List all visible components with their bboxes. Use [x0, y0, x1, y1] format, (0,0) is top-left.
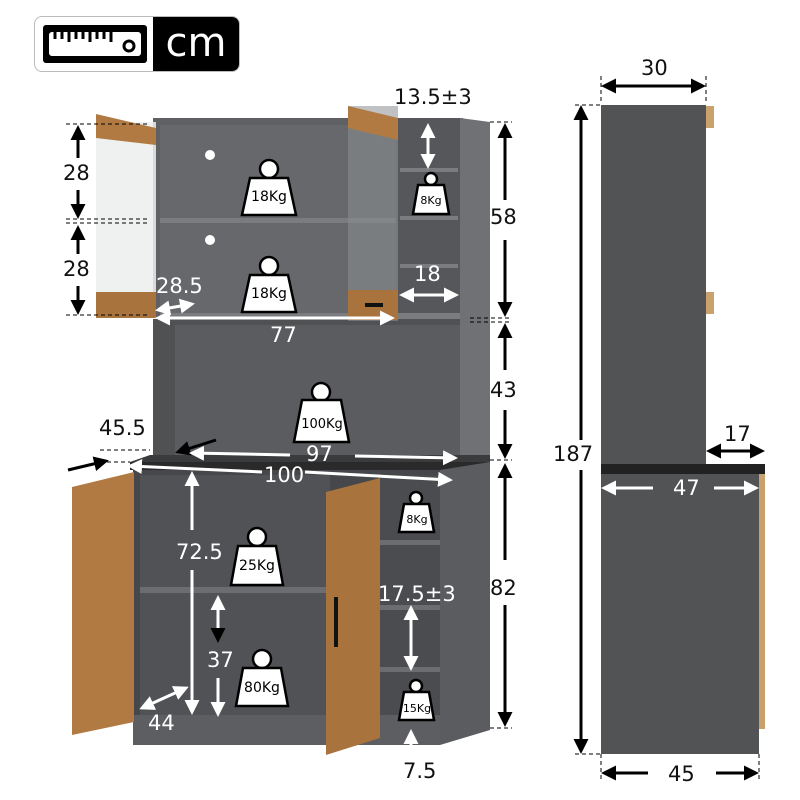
weight-icon — [397, 490, 436, 534]
dim-side-counter-depth: 47 — [673, 476, 700, 500]
weight-icon — [234, 648, 290, 708]
dim-kick-height: 7.5 — [403, 759, 437, 783]
dim-base-section: 82 — [490, 576, 517, 600]
weight-icon — [240, 158, 298, 217]
dim-upper-inner-width: 77 — [270, 323, 297, 347]
load-label: 15Kg — [402, 702, 432, 715]
dim-base-inner-depth: 44 — [148, 711, 175, 735]
dim-side-cubby-width: 18 — [414, 262, 441, 286]
dim-base-inner-height: 72.5 — [176, 540, 223, 564]
dim-lower-shelf-height: 37 — [207, 648, 234, 672]
dim-side-cubby-top: 13.5±3 — [394, 85, 472, 109]
dim-open-inner-width: 97 — [306, 442, 333, 466]
load-label: 18Kg — [251, 286, 287, 302]
weight-icon — [397, 678, 436, 722]
ruler-icon — [43, 25, 147, 63]
dim-total-height: 187 — [553, 442, 594, 466]
dim-upper-section: 58 — [490, 205, 517, 229]
dim-upper-shelf-bottom: 28 — [63, 257, 90, 281]
unit-label: cm — [153, 17, 239, 71]
dim-counter-overhang: 17 — [724, 422, 751, 446]
dim-side-base-depth: 45 — [668, 762, 695, 786]
load-label: 100Kg — [301, 417, 343, 432]
dim-open-space-height: 43 — [490, 378, 517, 402]
weight-icon — [240, 255, 298, 314]
load-label: 8Kg — [406, 513, 428, 526]
weight-icon — [292, 381, 351, 444]
dim-glass-door: 28.5 — [156, 274, 203, 298]
unit-badge: cm — [34, 16, 240, 72]
dim-counter-depth: 45.5 — [99, 416, 146, 440]
dim-side-top-depth: 30 — [641, 56, 668, 80]
load-label: 25Kg — [239, 558, 275, 574]
load-label: 8Kg — [420, 194, 442, 207]
dim-upper-shelf-top: 28 — [63, 161, 90, 185]
dim-base-top-width: 100 — [264, 463, 305, 487]
weight-icon — [229, 526, 285, 587]
weight-icon — [411, 171, 451, 216]
dim-base-cubby-height: 17.5±3 — [378, 582, 456, 606]
load-label: 80Kg — [244, 680, 280, 696]
load-label: 18Kg — [251, 189, 287, 205]
